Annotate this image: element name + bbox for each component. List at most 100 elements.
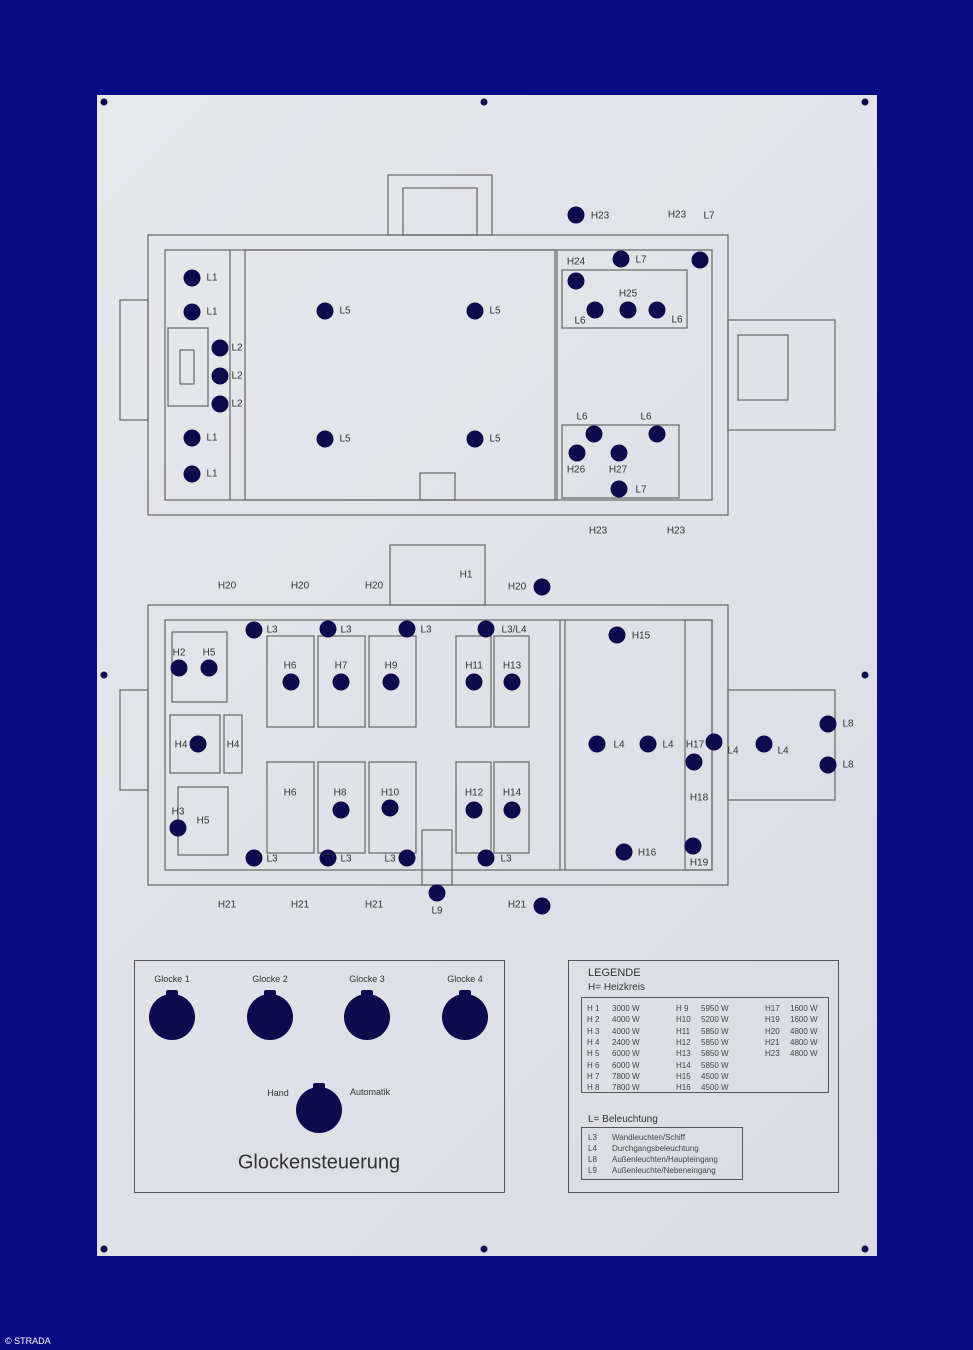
heating-circuit-power: 3000 W: [612, 1004, 640, 1013]
indicator-lamp-l2[interactable]: [211, 339, 229, 357]
plan-label: L6: [671, 314, 683, 326]
indicator-lamp-h13[interactable]: [503, 673, 521, 691]
indicator-lamp-l2[interactable]: [211, 367, 229, 385]
heating-circuit-power: 6000 W: [612, 1049, 640, 1059]
mode-automatic-label: Automatik: [349, 1087, 391, 1097]
indicator-lamp-h10[interactable]: [381, 799, 399, 817]
lighting-circuit-desc: Durchgangsbeleuchtung: [612, 1144, 699, 1153]
indicator-lamp-l3-l4[interactable]: [477, 620, 495, 638]
plan-label: L3: [500, 853, 512, 865]
indicator-lamp-l1[interactable]: [183, 429, 201, 447]
plan-label: H20: [364, 580, 384, 592]
indicator-lamp-l6[interactable]: [648, 425, 666, 443]
indicator-lamp-h12[interactable]: [465, 801, 483, 819]
plan-label: L4: [777, 745, 789, 757]
indicator-lamp-l5[interactable]: [316, 302, 334, 320]
indicator-lamp-l1[interactable]: [183, 269, 201, 287]
indicator-lamp-h11[interactable]: [465, 673, 483, 691]
plan-label: H6: [283, 787, 297, 799]
mode-selector-knob[interactable]: [296, 1083, 342, 1133]
indicator-lamp-l3[interactable]: [398, 849, 416, 867]
indicator-lamp-l4[interactable]: [588, 735, 606, 753]
heating-circuit-power: 5950 W: [701, 1004, 729, 1013]
plan-label: H19: [689, 857, 709, 869]
indicator-lamp-l1[interactable]: [183, 465, 201, 483]
indicator-lamp-l9[interactable]: [428, 884, 446, 902]
bell-control-panel: [134, 960, 505, 1193]
indicator-lamp-l6[interactable]: [586, 301, 604, 319]
plan-label: L3/L4: [501, 624, 527, 636]
plan-label: L1: [206, 468, 218, 480]
indicator-lamp-h5[interactable]: [200, 659, 218, 677]
indicator-lamp-l3[interactable]: [398, 620, 416, 638]
indicator-lamp-l7[interactable]: [610, 480, 628, 498]
indicator-lamp-l4[interactable]: [755, 735, 773, 753]
indicator-lamp-l8[interactable]: [819, 756, 837, 774]
indicator-lamp-h24[interactable]: [567, 272, 585, 290]
indicator-lamp-l7[interactable]: [691, 251, 709, 269]
bell-4-knob[interactable]: [442, 990, 488, 1040]
plan-label: H18: [689, 792, 709, 804]
indicator-lamp-h4[interactable]: [189, 735, 207, 753]
indicator-lamp-l5[interactable]: [466, 430, 484, 448]
plan-label: H5: [196, 815, 210, 827]
indicator-lamp-l3[interactable]: [245, 621, 263, 639]
indicator-lamp-h2[interactable]: [170, 659, 188, 677]
indicator-lamp-l3[interactable]: [319, 849, 337, 867]
indicator-lamp-l7[interactable]: [612, 250, 630, 268]
heating-circuit-id: H 3: [587, 1026, 600, 1036]
plan-label: L5: [489, 305, 501, 317]
indicator-lamp-l2[interactable]: [211, 395, 229, 413]
heating-circuit-power: 5850 W: [701, 1037, 729, 1047]
plan-label: L7: [635, 254, 647, 266]
indicator-lamp-h16[interactable]: [615, 843, 633, 861]
indicator-lamp-h14[interactable]: [503, 801, 521, 819]
indicator-lamp-l3[interactable]: [477, 849, 495, 867]
indicator-lamp-h15[interactable]: [608, 626, 626, 644]
indicator-lamp-l3[interactable]: [319, 620, 337, 638]
indicator-lamp-h20[interactable]: [533, 578, 551, 596]
indicator-lamp-h3[interactable]: [169, 819, 187, 837]
indicator-lamp-h19[interactable]: [684, 837, 702, 855]
indicator-lamp-h7[interactable]: [332, 673, 350, 691]
plan-label: L5: [339, 433, 351, 445]
bell-2-knob[interactable]: [247, 990, 293, 1040]
indicator-lamp-h21[interactable]: [533, 897, 551, 915]
heating-circuit-power: 4000 W: [612, 1026, 640, 1036]
indicator-lamp-l5[interactable]: [466, 302, 484, 320]
bell-1-knob[interactable]: [149, 990, 195, 1040]
indicator-lamp-h8[interactable]: [332, 801, 350, 819]
indicator-lamp-l6[interactable]: [648, 301, 666, 319]
indicator-lamp-l5[interactable]: [316, 430, 334, 448]
indicator-lamp-h25[interactable]: [619, 301, 637, 319]
heating-circuit-id: H 9: [676, 1004, 689, 1013]
plan-label: L5: [489, 433, 501, 445]
lighting-circuit-id: L4: [588, 1144, 597, 1153]
plan-label: L5: [339, 305, 351, 317]
indicator-lamp-h27[interactable]: [610, 444, 628, 462]
indicator-lamp-l8[interactable]: [819, 715, 837, 733]
indicator-lamp-h23[interactable]: [567, 206, 585, 224]
heating-legend-table: [581, 997, 829, 1093]
bell-3-knob[interactable]: [344, 990, 390, 1040]
indicator-lamp-l4[interactable]: [639, 735, 657, 753]
plan-label: H4: [226, 739, 240, 751]
lighting-circuit-id: L9: [588, 1166, 597, 1175]
heating-circuit-id: H14: [676, 1060, 691, 1070]
indicator-lamp-h9[interactable]: [382, 673, 400, 691]
bell-label: Glocke 4: [447, 974, 483, 984]
indicator-lamp-h6[interactable]: [282, 673, 300, 691]
indicator-lamp-l3[interactable]: [245, 849, 263, 867]
heating-circuit-id: H15: [676, 1071, 691, 1081]
mounting-screw: [100, 98, 108, 106]
plan-label: H13: [502, 660, 522, 672]
indicator-lamp-l6[interactable]: [585, 425, 603, 443]
lighting-circuit-desc: Außenleuchte/Nebeneingang: [612, 1166, 716, 1175]
plan-label: H26: [566, 464, 586, 476]
plan-label: H24: [566, 256, 586, 268]
indicator-lamp-l1[interactable]: [183, 303, 201, 321]
indicator-lamp-h26[interactable]: [568, 444, 586, 462]
indicator-lamp-l4[interactable]: [705, 733, 723, 751]
indicator-lamp-h17[interactable]: [685, 753, 703, 771]
heating-circuit-id: H 2: [587, 1015, 600, 1025]
